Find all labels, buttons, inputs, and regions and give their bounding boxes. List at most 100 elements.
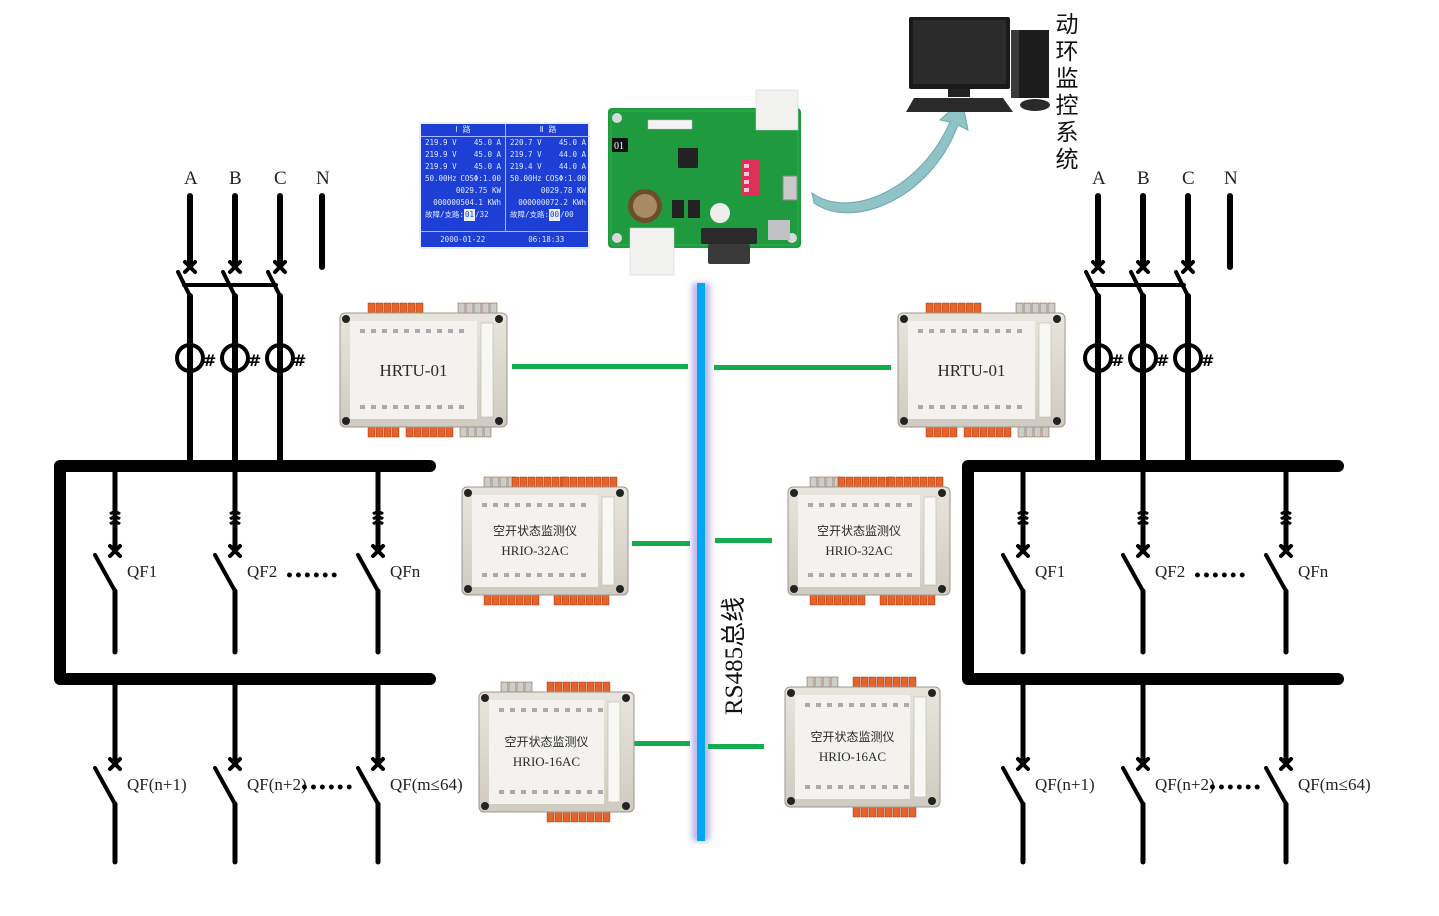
- current-transformer-coil-icon: [1017, 510, 1029, 526]
- switch-blade: [213, 553, 237, 593]
- module-model: HRTU-01: [380, 361, 448, 380]
- circuit-breaker: QF1: [93, 467, 157, 655]
- breaker-label: QF(n+2): [1155, 775, 1215, 794]
- controller-pcb: 01: [608, 89, 801, 276]
- module-faceplate: [489, 700, 604, 804]
- mount-screw: [622, 694, 630, 702]
- rs485-bus: RS485总线: [692, 283, 748, 841]
- current-transformer-coil-icon: [1137, 510, 1149, 526]
- current-transformer-icon: [1083, 343, 1113, 373]
- link-left-hrio32: [632, 541, 690, 546]
- cross-stroke: [273, 260, 287, 274]
- ct-mark-icon: #: [1201, 351, 1214, 370]
- cross-stroke: [228, 757, 242, 771]
- lcd-date: 2000-01-22: [440, 235, 486, 244]
- lcd-energy: 000000504.1 KWh: [433, 198, 501, 207]
- breaker-label: QFn: [1298, 562, 1329, 581]
- circuit-breaker: QF(n+2): [1121, 680, 1215, 865]
- module-faceplate: [798, 495, 920, 587]
- mount-screw: [938, 585, 946, 593]
- module-model: HRIO-16AC: [513, 754, 580, 769]
- current-transformer-icon: [265, 343, 295, 373]
- breaker-contact-icon: [228, 757, 242, 771]
- cross-stroke: [1136, 260, 1150, 274]
- dip-switch: [741, 160, 759, 196]
- bus-line: [697, 283, 705, 841]
- mount-screw: [928, 797, 936, 805]
- cross-stroke: [1136, 544, 1150, 558]
- buzzer: [710, 203, 730, 223]
- current-transformer-icon: [175, 343, 205, 373]
- mount-screw: [464, 489, 472, 497]
- switch-blade: [356, 766, 380, 806]
- module-subtitle: 空开状态监测仪: [493, 524, 577, 538]
- breaker-label: QF(m≤64): [390, 775, 463, 794]
- mouse: [1020, 99, 1050, 111]
- switch-blade: [1264, 553, 1288, 593]
- current-transformer-icon: [1128, 343, 1158, 373]
- lcd-fault: 故障/支路:01/32: [425, 209, 489, 221]
- mount-screw: [928, 689, 936, 697]
- module-faceplate: [908, 321, 1035, 419]
- phase-label-c: C: [1182, 168, 1195, 189]
- header-connector: [629, 227, 675, 276]
- main-breaker-contact-icon: [273, 260, 287, 274]
- lcd-footer: 2000-01-22 06:18:33: [421, 231, 588, 248]
- cross-stroke: [371, 757, 385, 771]
- phase-label-n: N: [1224, 168, 1238, 189]
- breaker-label: QFn: [390, 562, 421, 581]
- phase-label-b: B: [1137, 168, 1150, 189]
- current-transformer-icon: [220, 343, 250, 373]
- bus-links: [512, 364, 891, 749]
- cross-stroke: [108, 544, 122, 558]
- terminal-block: [768, 220, 790, 240]
- mount-screw: [481, 802, 489, 810]
- mount-screw: [787, 689, 795, 697]
- breaker-contact-icon: [228, 544, 242, 558]
- mount-screw: [938, 489, 946, 497]
- breaker-contact-icon: [1279, 757, 1293, 771]
- module-faceplate: [350, 321, 477, 419]
- mount-screw: [900, 417, 908, 425]
- mount-screw: [790, 585, 798, 593]
- lcd-energy: 000000072.2 KWh: [518, 198, 586, 207]
- monitor-system-label: 动 环 监 控 系 统: [1055, 12, 1079, 173]
- monitor-module-left-1: HRTU-01: [339, 302, 508, 438]
- breaker-contact-icon: [371, 544, 385, 558]
- cross-stroke: [108, 757, 122, 771]
- link-left-hrtu: [512, 364, 688, 369]
- mount-screw: [616, 489, 624, 497]
- mount-screw: [481, 694, 489, 702]
- ct-mark-icon: #: [1111, 351, 1124, 370]
- link-right-hrio16: [708, 744, 764, 749]
- breaker-label: QF2: [1155, 562, 1185, 581]
- db9-connector: [701, 228, 757, 244]
- switch-blade: [1001, 766, 1025, 806]
- breaker-label: QF2: [247, 562, 277, 581]
- current-transformer-coil-icon: [229, 510, 241, 526]
- module-subtitle: 空开状态监测仪: [810, 730, 894, 744]
- lcd-fault: 故障/支路:00/00: [510, 209, 574, 221]
- circuit-breaker: QF(n+1): [93, 680, 187, 865]
- mount-screw: [1053, 417, 1061, 425]
- desktop-computer-icon: [906, 17, 1050, 112]
- switch-blade: [1121, 553, 1145, 593]
- switch-blade: [1264, 766, 1288, 806]
- breaker-label: QF1: [127, 562, 157, 581]
- breaker-label: QF(n+2): [247, 775, 307, 794]
- module-faceplate: [472, 495, 598, 587]
- switch-blade: [1121, 766, 1145, 806]
- mount-screw: [622, 802, 630, 810]
- cross-stroke: [1181, 260, 1195, 274]
- circuit-breaker: QF(n+1): [1001, 680, 1095, 865]
